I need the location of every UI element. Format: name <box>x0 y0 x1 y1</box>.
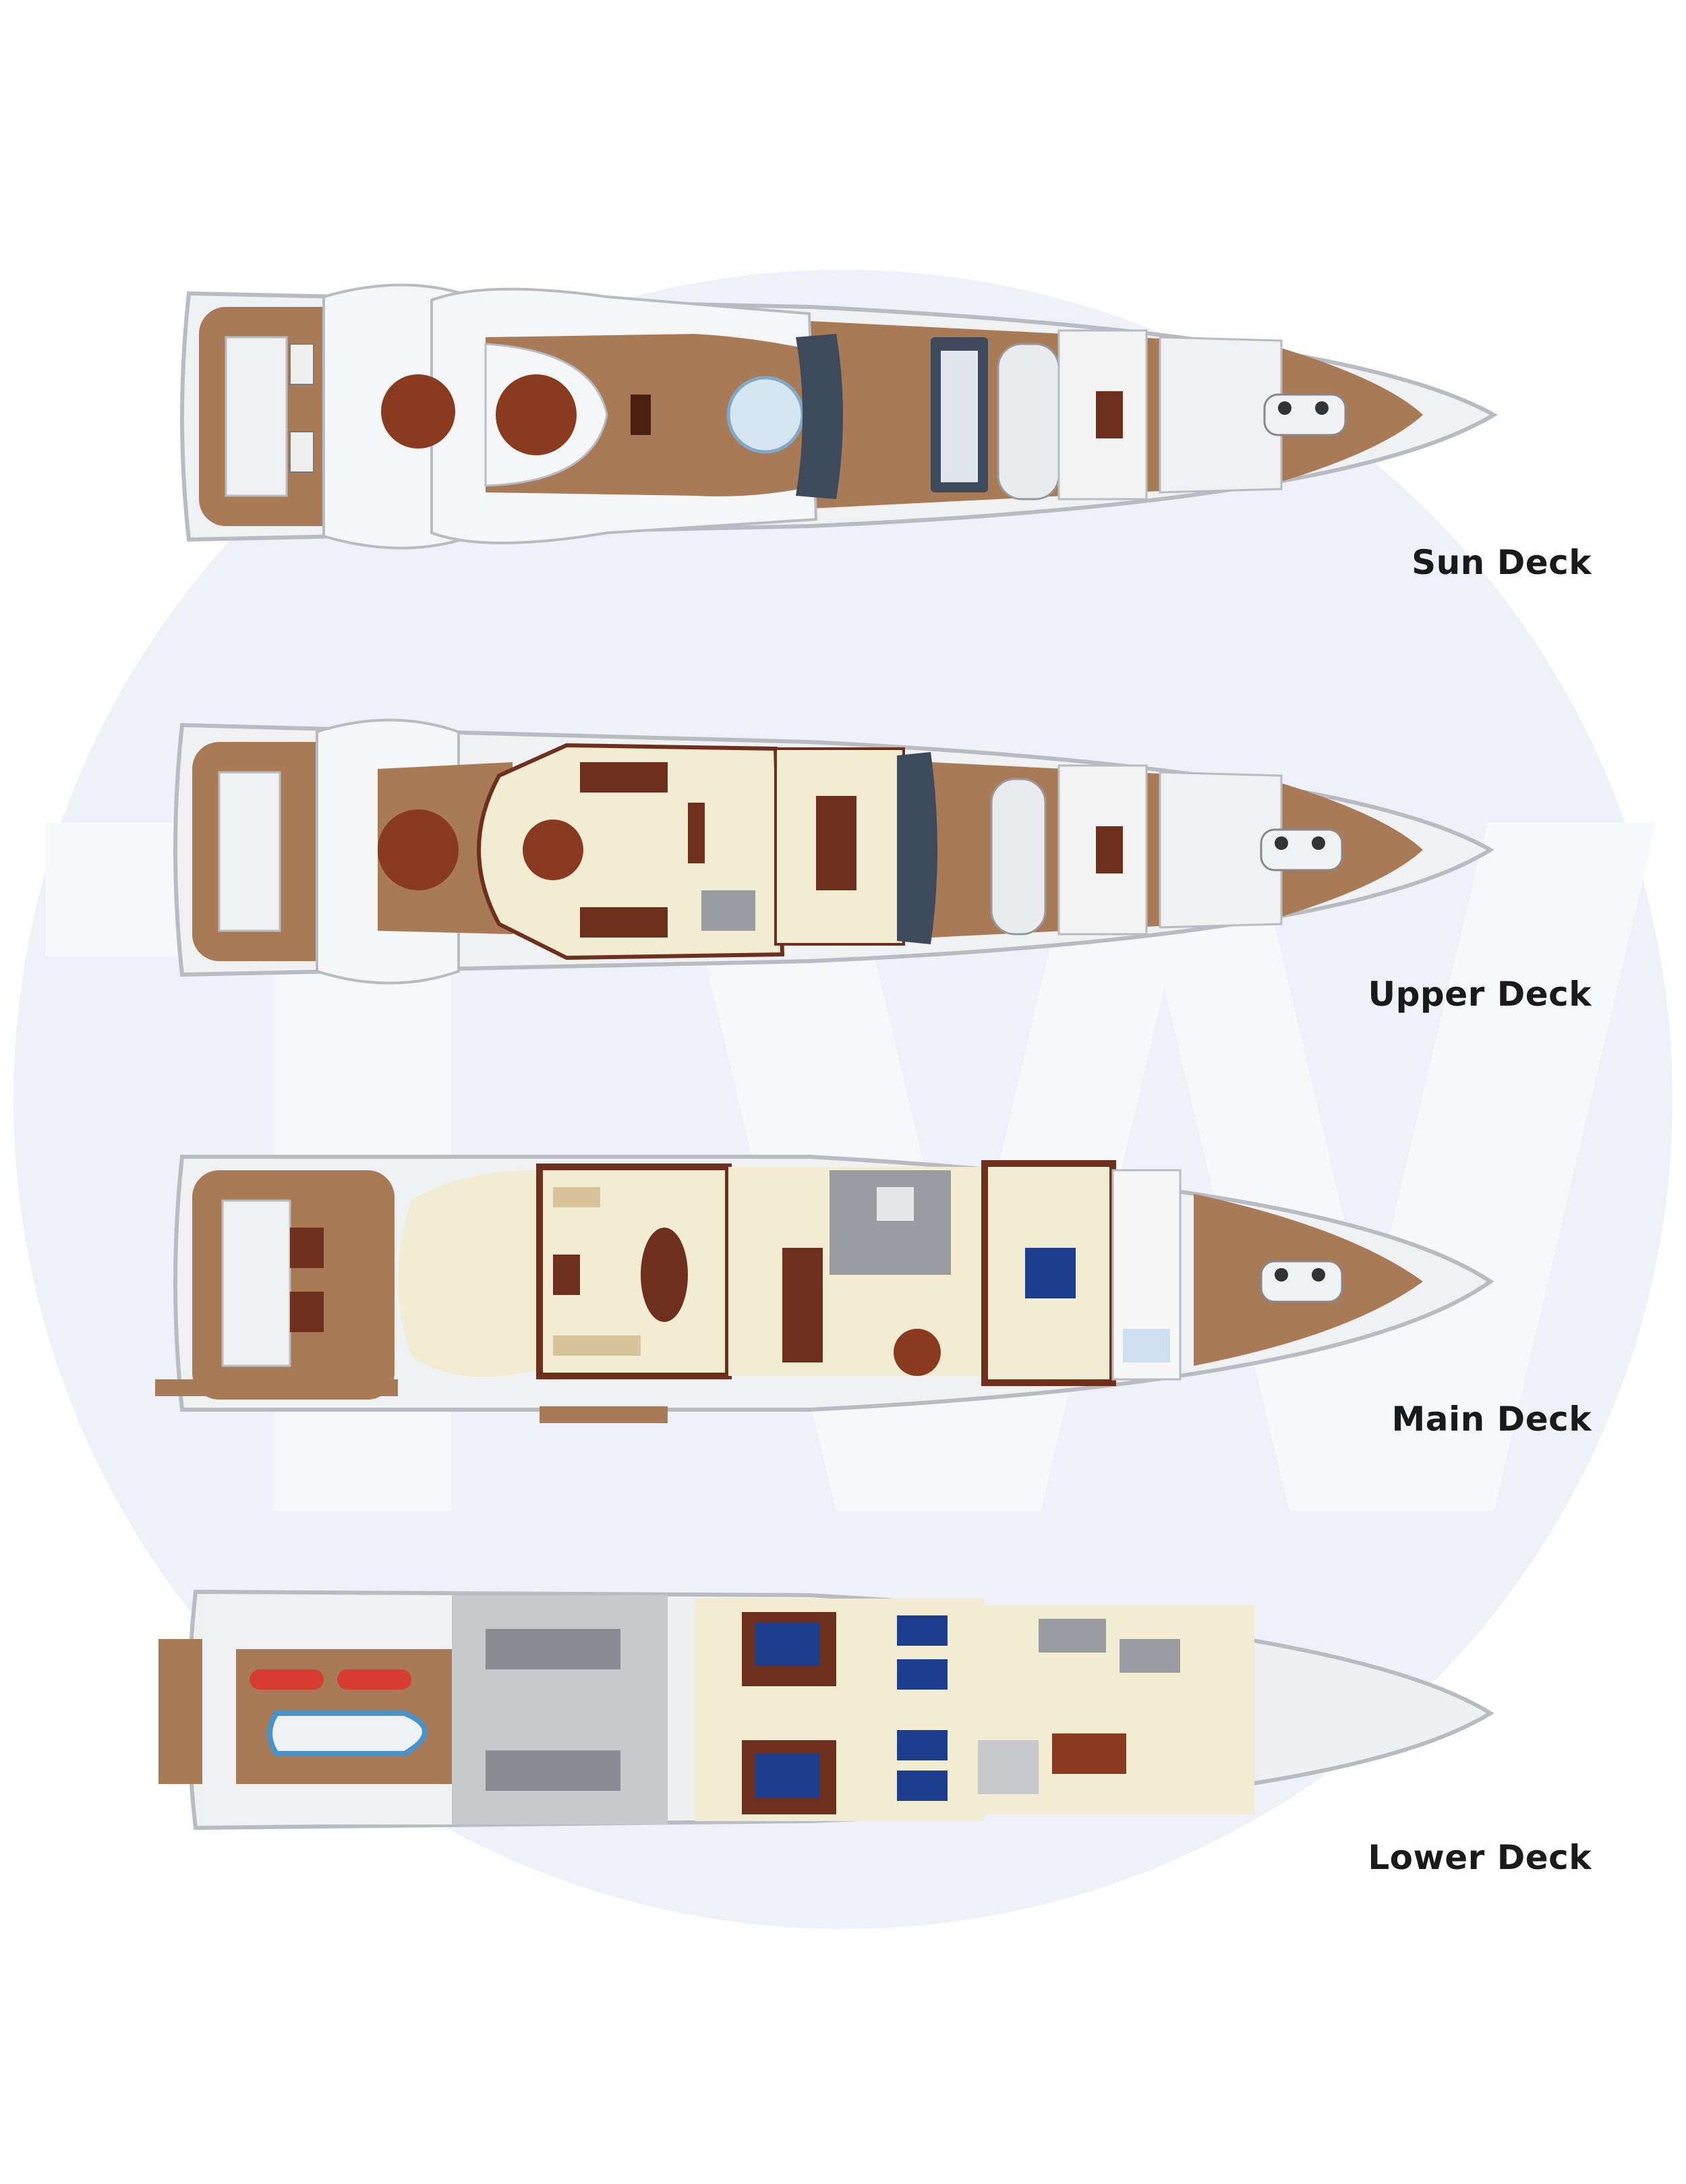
sun-deck-plan <box>180 283 1498 550</box>
sun-deck: Sun Deck <box>0 270 1686 621</box>
deck-label-sun: Sun Deck <box>1412 543 1592 582</box>
deck-label-main: Main Deck <box>1391 1400 1592 1439</box>
lower-deck-plan <box>158 1589 1494 1831</box>
deck-label-lower: Lower Deck <box>1368 1838 1592 1877</box>
deck-label-upper: Upper Deck <box>1368 975 1592 1014</box>
upper-deck-plan <box>173 718 1494 985</box>
main-deck-plan <box>155 1155 1494 1423</box>
upper-deck: Upper Deck <box>0 701 1686 1052</box>
lower-deck: Lower Deck <box>0 1565 1686 1916</box>
main-deck: Main Deck <box>0 1133 1686 1497</box>
